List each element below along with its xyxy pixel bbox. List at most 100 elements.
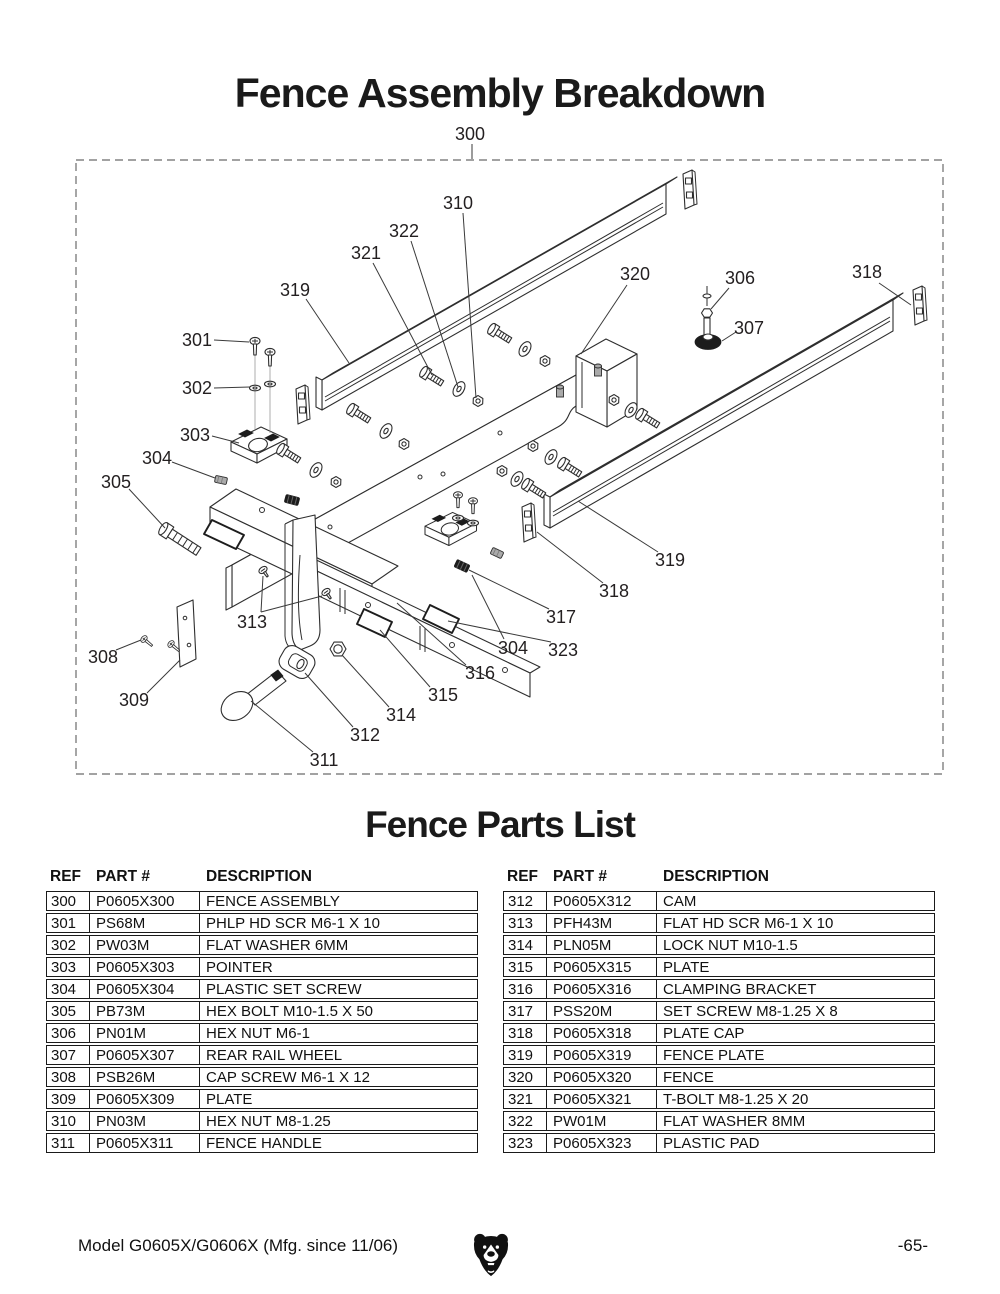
- part-callout-304: 304: [498, 638, 528, 658]
- description-cell: FLAT HD SCR M6-1 X 10: [657, 913, 935, 933]
- part-callout-312: 312: [350, 725, 380, 745]
- leader-line-309: [146, 659, 181, 694]
- part-callout-308: 308: [88, 647, 118, 667]
- col-header-description: DESCRIPTION: [663, 868, 769, 885]
- part-callout-307: 307: [734, 318, 764, 338]
- flat-washer: [466, 519, 480, 527]
- phillips-screw: [468, 497, 478, 515]
- description-cell: CAM: [657, 891, 935, 911]
- part-callout-309: 309: [119, 690, 149, 710]
- description-cell: HEX NUT M6-1: [200, 1023, 478, 1043]
- phillips-screw: [453, 491, 463, 509]
- part-callout-323: 323: [548, 640, 578, 660]
- description-cell: REAR RAIL WHEEL: [200, 1045, 478, 1065]
- part-number-cell: P0605X307: [90, 1045, 200, 1065]
- part-callout-315: 315: [428, 685, 458, 705]
- plate-309: [176, 599, 197, 668]
- part-callout-319: 319: [280, 280, 310, 300]
- footer-model-text: Model G0605X/G0606X (Mfg. since 11/06): [78, 1236, 399, 1255]
- ref-cell: 323: [503, 1133, 547, 1153]
- description-cell: FENCE PLATE: [657, 1045, 935, 1065]
- part-callout-306: 306: [725, 268, 755, 288]
- description-cell: PLATE: [200, 1089, 478, 1109]
- ref-cell: 314: [503, 935, 547, 955]
- set-screw: [283, 493, 301, 507]
- description-cell: HEX BOLT M10-1.5 X 50: [200, 1001, 478, 1021]
- ref-cell: 315: [503, 957, 547, 977]
- leader-line-317: [468, 569, 550, 610]
- description-cell: FENCE ASSEMBLY: [200, 891, 478, 911]
- part-number-cell: PN01M: [90, 1023, 200, 1043]
- leader-line-318: [878, 282, 912, 306]
- description-cell: CLAMPING BRACKET: [657, 979, 935, 999]
- description-cell: HEX NUT M8-1.25: [200, 1111, 478, 1131]
- part-number-cell: P0605X315: [547, 957, 657, 977]
- phillips-screw: [264, 347, 276, 367]
- part-number-cell: PW03M: [90, 935, 200, 955]
- plate-cap: [912, 285, 928, 326]
- ref-cell: 302: [46, 935, 90, 955]
- ref-cell: 311: [46, 1133, 90, 1153]
- col-header-ref: REF: [507, 868, 538, 885]
- part-number-cell: PLN05M: [547, 935, 657, 955]
- ref-cell: 305: [46, 1001, 90, 1021]
- pointer: [424, 511, 478, 547]
- fence-beam: [225, 355, 613, 611]
- part-number-cell: P0605X323: [547, 1133, 657, 1153]
- assembly-boundary-box: [75, 159, 944, 775]
- description-cell: FENCE HANDLE: [200, 1133, 478, 1153]
- ref-cell: 317: [503, 1001, 547, 1021]
- part-number-cell: P0605X309: [90, 1089, 200, 1109]
- part-callout-318: 318: [852, 262, 882, 282]
- part-callout-311: 311: [310, 750, 339, 770]
- part-callout-304: 304: [142, 448, 172, 468]
- flat-washer: [263, 380, 277, 388]
- part-number-cell: PFH43M: [547, 913, 657, 933]
- part-callout-319: 319: [655, 550, 685, 570]
- part-callout-302: 302: [182, 378, 212, 398]
- part-number-cell: PSB26M: [90, 1067, 200, 1087]
- part-callout-321: 321: [351, 243, 381, 263]
- part-number-cell: PN03M: [90, 1111, 200, 1131]
- leader-line-307: [721, 331, 737, 342]
- description-cell: PLASTIC SET SCREW: [200, 979, 478, 999]
- leader-line-310: [462, 212, 477, 399]
- description-cell: FLAT WASHER 6MM: [200, 935, 478, 955]
- description-cell: T-BOLT M8-1.25 X 20: [657, 1089, 935, 1109]
- ref-cell: 309: [46, 1089, 90, 1109]
- leader-line-308: [115, 639, 142, 651]
- part-callout-305: 305: [101, 472, 131, 492]
- col-header-part: PART #: [96, 868, 150, 885]
- fence-assembly-exploded-diagram: 3003103223213193203063073183013023033043…: [75, 124, 944, 775]
- ref-cell: 320: [503, 1067, 547, 1087]
- part-callout-318: 318: [599, 581, 629, 601]
- part-callout-301: 301: [182, 330, 212, 350]
- flat-washer: [248, 384, 262, 392]
- part-number-cell: P0605X321: [547, 1089, 657, 1109]
- hex-bolt-305: [158, 521, 202, 556]
- ref-cell: 308: [46, 1067, 90, 1087]
- pointer: [230, 426, 288, 464]
- description-cell: LOCK NUT M10-1.5: [657, 935, 935, 955]
- page-number: -65-: [897, 1236, 928, 1255]
- leader-line-313: [260, 575, 264, 613]
- ref-cell: 321: [503, 1089, 547, 1109]
- ref-cell: 304: [46, 979, 90, 999]
- fence-handle: [220, 669, 287, 721]
- part-number-cell: P0605X304: [90, 979, 200, 999]
- plate-cap: [682, 169, 698, 210]
- clamping-bracket: [297, 555, 541, 698]
- leader-line-301: [213, 339, 250, 343]
